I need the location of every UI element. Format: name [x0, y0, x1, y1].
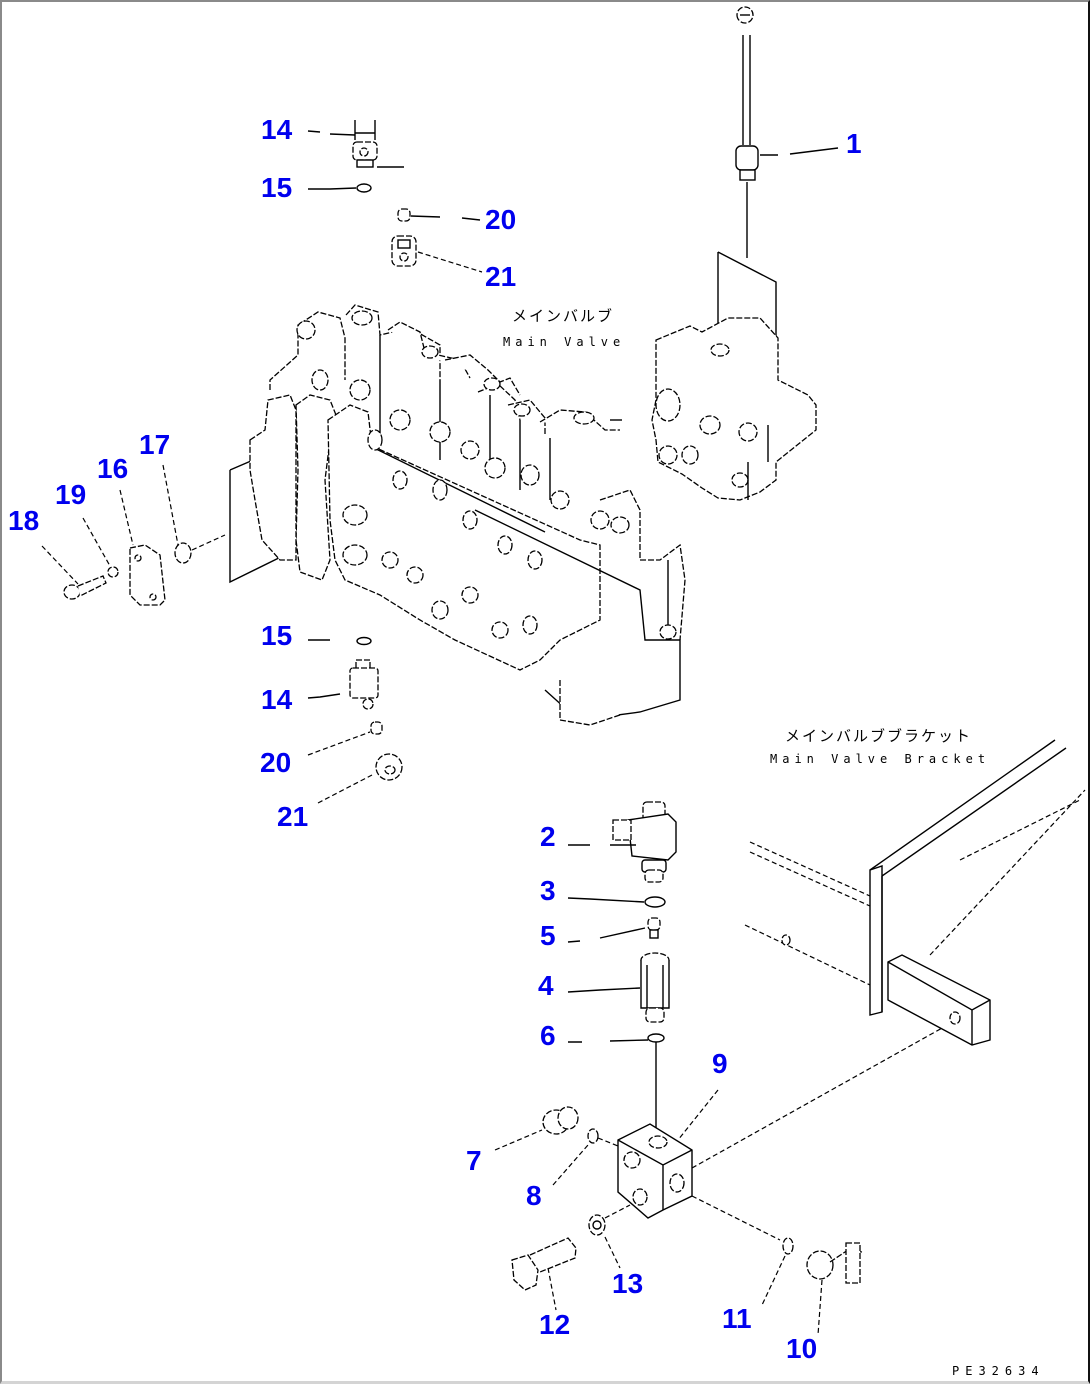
leader-15a [308, 187, 357, 190]
callout-20-lower[interactable]: 20 [260, 747, 292, 778]
callout-11[interactable]: 11 [722, 1303, 752, 1334]
callout-1[interactable]: 1 [846, 128, 862, 159]
leader-4 [567, 987, 641, 993]
part-11-oring [782, 1237, 794, 1255]
part-16-flange [129, 544, 166, 606]
part-18-bolt [63, 575, 107, 600]
leader-21b [317, 774, 373, 804]
part-4-cartridge [640, 952, 670, 1023]
part-3-oring [644, 896, 666, 908]
callout-21-upper[interactable]: 21 [485, 261, 517, 292]
leader-20a [410, 215, 481, 221]
leader-1 [760, 147, 839, 156]
part-13-washer [588, 1214, 606, 1236]
callout-3[interactable]: 3 [540, 875, 556, 906]
callout-19[interactable]: 19 [55, 479, 87, 510]
callout-5[interactable]: 5 [540, 920, 556, 951]
valve-block-right [651, 317, 817, 501]
part-14-upper [352, 120, 404, 168]
part-19-washer [107, 566, 119, 578]
leader-6 [568, 1039, 649, 1043]
callout-15-upper[interactable]: 15 [261, 172, 293, 203]
callout-15-lower[interactable]: 15 [261, 620, 293, 651]
callout-2[interactable]: 2 [540, 821, 556, 852]
callout-4[interactable]: 4 [538, 970, 554, 1001]
callout-12[interactable]: 12 [539, 1309, 571, 1340]
leader-16 [119, 489, 134, 546]
main-valve-bracket-caption-jp: メインバルブブラケット [785, 727, 973, 745]
leader-9 [677, 1089, 719, 1141]
callout-6[interactable]: 6 [540, 1020, 556, 1051]
leader-14a [307, 130, 356, 136]
leader-14b [307, 693, 341, 699]
callout-16[interactable]: 16 [97, 453, 129, 484]
leader-7 [494, 1129, 543, 1151]
callout-8[interactable]: 8 [526, 1180, 542, 1211]
leader-21a [417, 251, 483, 273]
main-valve-caption-jp: メインバルブ [512, 307, 615, 325]
leader-11 [761, 1255, 786, 1306]
part-12-bolt [511, 1237, 577, 1291]
part-20-upper [397, 208, 411, 222]
part-1-sensor [735, 6, 759, 258]
leader-8 [552, 1144, 589, 1186]
part-14-lower [349, 659, 379, 710]
part-8-oring [587, 1128, 599, 1144]
main-valve-body [229, 304, 686, 726]
callout-14-lower[interactable]: 14 [261, 684, 293, 715]
guide-13 [604, 1204, 631, 1219]
callout-13[interactable]: 13 [612, 1268, 644, 1299]
main-valve-bracket-caption-en: Main Valve Bracket [770, 752, 991, 766]
leader-12 [547, 1267, 557, 1311]
leader-3 [567, 897, 645, 903]
drawing-number: PE32634 [952, 1364, 1045, 1378]
part-6-ring [647, 1033, 665, 1043]
part-5-poppet [647, 917, 661, 939]
leader-20b [307, 731, 371, 756]
callout-20-upper[interactable]: 20 [485, 204, 517, 235]
guide-8 [597, 1137, 619, 1147]
callout-7[interactable]: 7 [466, 1145, 482, 1176]
part-17-plug [174, 542, 192, 564]
callout-17[interactable]: 17 [139, 429, 171, 460]
guide-block-bracket [691, 1017, 961, 1169]
leader-17 [162, 464, 226, 551]
callout-10[interactable]: 10 [786, 1333, 818, 1364]
part-2-fitting [612, 801, 677, 883]
part-15-lower-oring [356, 636, 372, 646]
part-15-upper-oring [356, 183, 372, 193]
part-21-upper [391, 235, 417, 267]
part-20-lower [370, 721, 383, 735]
guide-block-11 [691, 1195, 781, 1241]
leader-18 [41, 545, 79, 585]
part-9-block [617, 1123, 693, 1219]
part-10-fitting [806, 1242, 863, 1284]
callout-9[interactable]: 9 [712, 1048, 728, 1079]
part-21-lower [375, 753, 403, 781]
leader-10 [817, 1279, 823, 1336]
leader-13 [604, 1236, 621, 1269]
callout-14-upper[interactable]: 14 [261, 114, 293, 145]
leader-19 [82, 517, 111, 567]
main-valve-caption-en: Main Valve [503, 335, 626, 349]
part-7-plug [542, 1106, 579, 1135]
callout-21-lower[interactable]: 21 [277, 801, 309, 832]
leader-5 [567, 927, 646, 943]
callout-18[interactable]: 18 [8, 505, 40, 536]
main-valve-bracket [744, 739, 1086, 1046]
